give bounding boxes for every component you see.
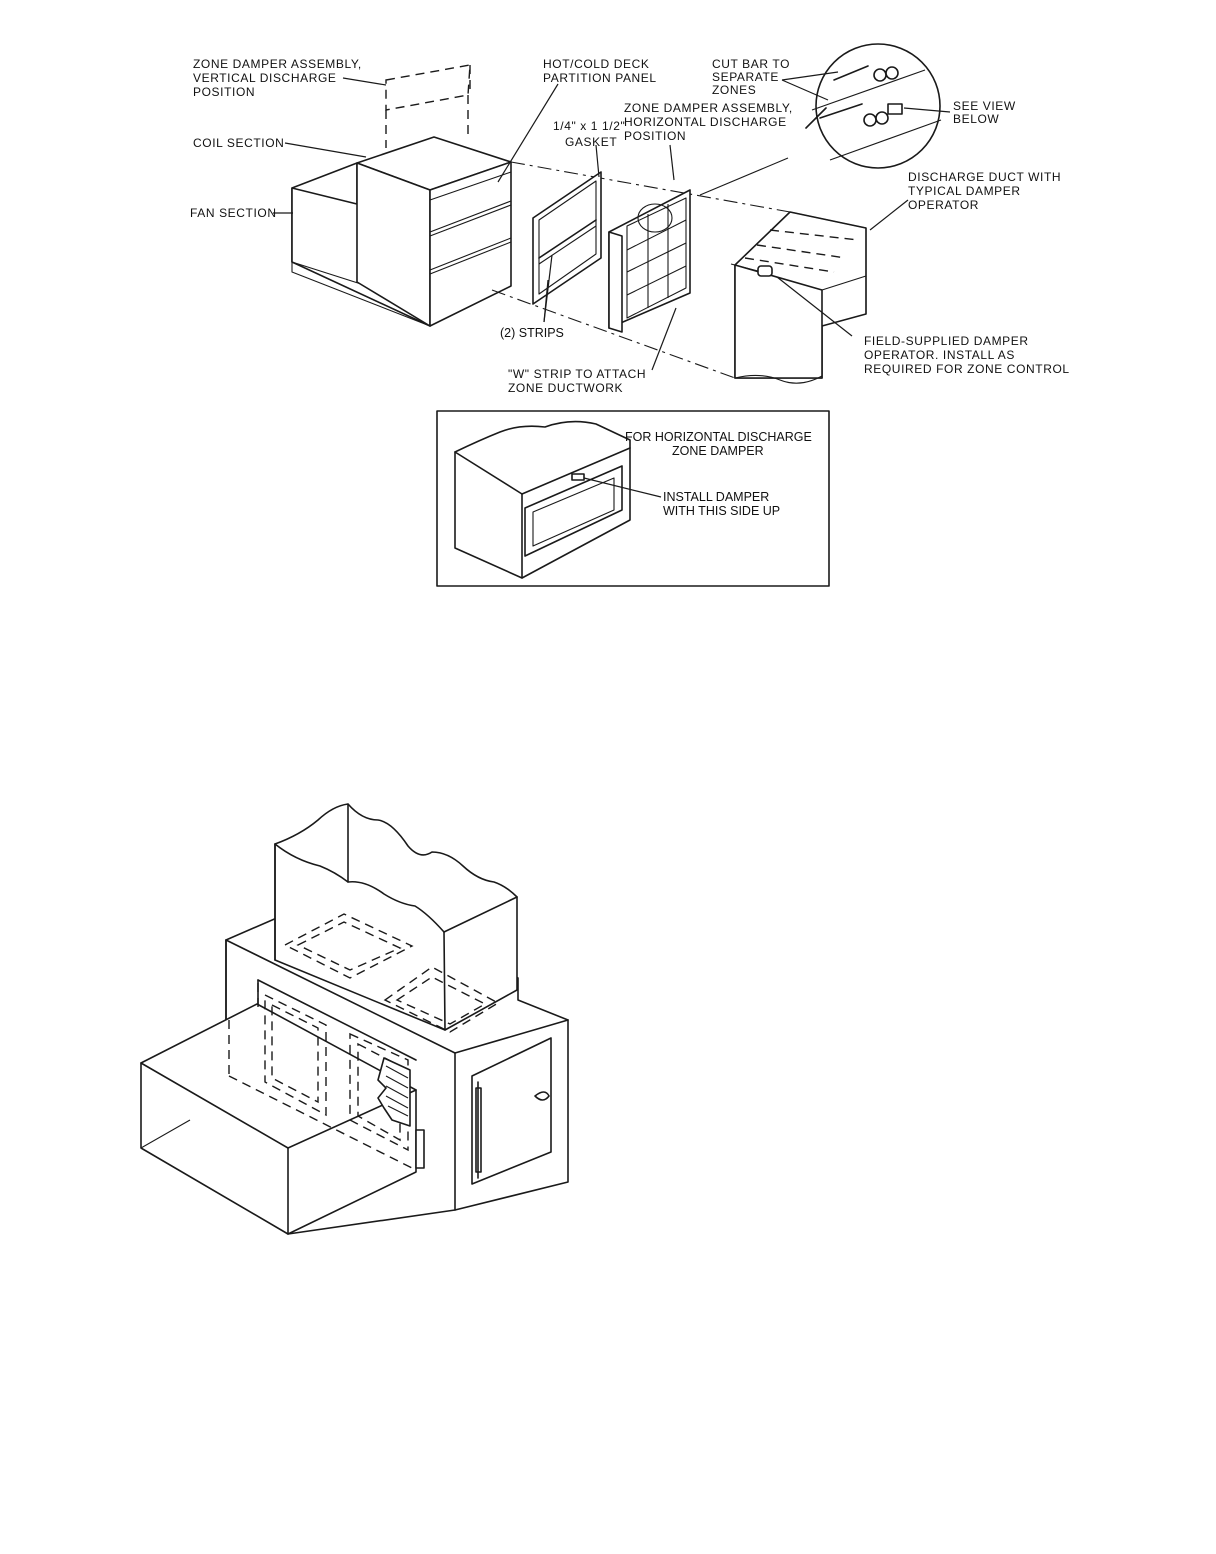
exploded-view: ZONE DAMPER ASSEMBLY, VERTICAL DISCHARGE… <box>190 43 1070 395</box>
axis-line-top <box>510 161 791 213</box>
horizontal-duct <box>140 979 417 1235</box>
label-cut-bar: CUT BAR TO SEPARATE ZONES <box>712 57 794 97</box>
axis-line-bottom <box>491 289 736 379</box>
label-field-supplied: FIELD-SUPPLIED DAMPER OPERATOR. INSTALL … <box>864 334 1070 376</box>
inset-view: FOR HORIZONTAL DISCHARGE ZONE DAMPER INS… <box>436 410 830 587</box>
label-gasket: GASKET <box>565 135 617 149</box>
coil-section-box <box>356 136 512 327</box>
bottom-view <box>140 803 569 1235</box>
cutaway-louvers <box>377 1057 425 1169</box>
leader-lines <box>273 71 951 371</box>
label-discharge-duct: DISCHARGE DUCT WITH TYPICAL DAMPER OPERA… <box>908 170 1065 212</box>
inset-install-note: INSTALL DAMPER WITH THIS SIDE UP <box>663 490 780 518</box>
inset-title: FOR HORIZONTAL DISCHARGE ZONE DAMPER <box>625 430 815 458</box>
horizontal-zone-damper <box>608 189 691 333</box>
inset-damper-drawing <box>454 420 662 579</box>
vertical-damper-outline <box>385 64 471 148</box>
label-gasket-size: 1/4" x 1 1/2" <box>553 119 625 133</box>
label-zone-damper-horizontal: ZONE DAMPER ASSEMBLY, HORIZONTAL DISCHAR… <box>624 101 797 143</box>
label-coil-section: COIL SECTION <box>193 136 284 150</box>
label-w-strip: "W" STRIP TO ATTACH ZONE DUCTWORK <box>508 367 650 395</box>
inset-frame <box>436 410 830 587</box>
discharge-plenum <box>274 803 518 1031</box>
label-fan-section: FAN SECTION <box>190 206 277 220</box>
label-zone-damper-vertical: ZONE DAMPER ASSEMBLY, VERTICAL DISCHARGE… <box>193 57 366 99</box>
label-partition-panel: HOT/COLD DECK PARTITION PANEL <box>543 57 657 85</box>
label-strips: (2) STRIPS <box>500 326 564 340</box>
cut-bar-detail <box>699 43 942 196</box>
top-openings-dashed <box>283 913 500 1033</box>
discharge-duct <box>730 211 867 384</box>
label-see-view-below: SEE VIEW BELOW <box>953 99 1020 126</box>
partition-panel <box>532 171 602 305</box>
